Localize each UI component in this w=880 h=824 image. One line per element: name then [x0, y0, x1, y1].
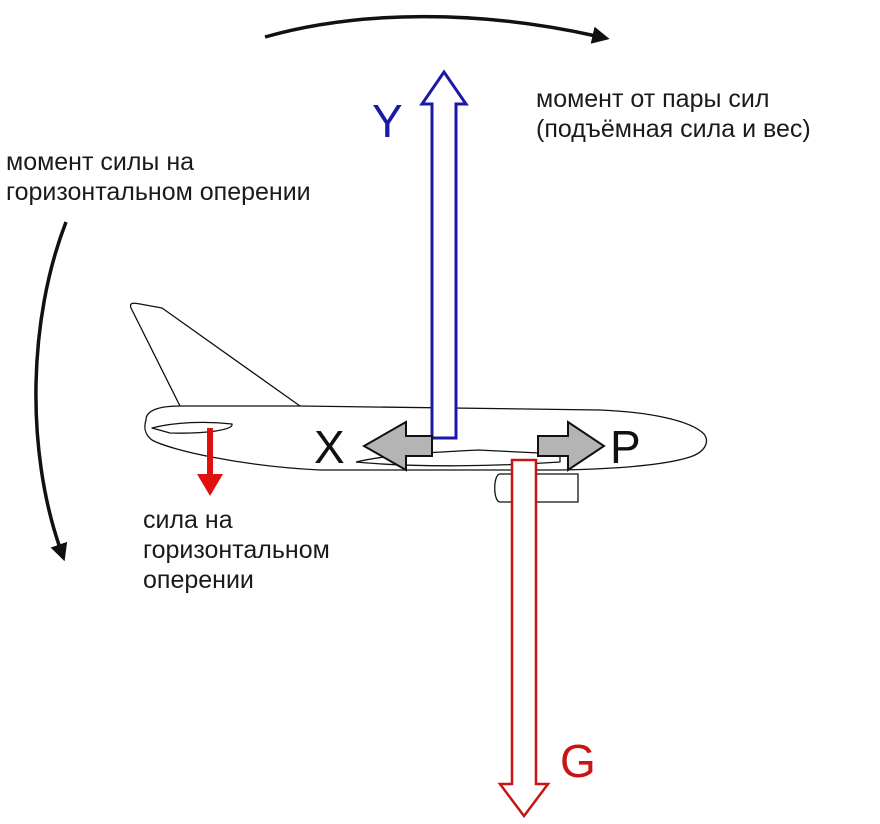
couple-moment-label: момент от пары сил (подъёмная сила и вес…	[536, 84, 811, 144]
tail-force-head	[197, 474, 223, 496]
lift-arrow	[419, 69, 469, 440]
tail-force-arrow	[197, 428, 223, 496]
couple-moment-line2: (подъёмная сила и вес)	[536, 115, 811, 143]
couple-moment-arc	[264, 14, 610, 44]
airplane-horizontal-stabilizer	[151, 421, 233, 434]
tail-moment-label: момент силы на горизонтальном оперении	[6, 147, 311, 207]
weight-label: G	[560, 735, 596, 787]
lift-label: Y	[372, 95, 403, 147]
thrust-label: P	[610, 421, 641, 473]
airplane-engine	[494, 473, 579, 503]
tail-moment-line1: момент силы на	[6, 148, 195, 176]
tail-moment-line2: горизонтальном оперении	[6, 178, 311, 206]
drag-label: X	[314, 421, 345, 473]
thrust-arrow	[537, 420, 606, 472]
airplane-vertical-tail	[129, 302, 301, 407]
tail-force-label: сила на горизонтальном оперении	[143, 505, 330, 595]
tail-force-line2: горизонтальном	[143, 536, 330, 564]
tail-force-line3: оперении	[143, 566, 254, 594]
drag-arrow	[361, 420, 433, 472]
tail-force-line1: сила на	[143, 506, 233, 534]
tail-moment-arc	[34, 221, 68, 562]
couple-moment-line1: момент от пары сил	[536, 85, 770, 113]
weight-arrow	[497, 458, 551, 819]
airplane-fuselage	[144, 405, 708, 471]
